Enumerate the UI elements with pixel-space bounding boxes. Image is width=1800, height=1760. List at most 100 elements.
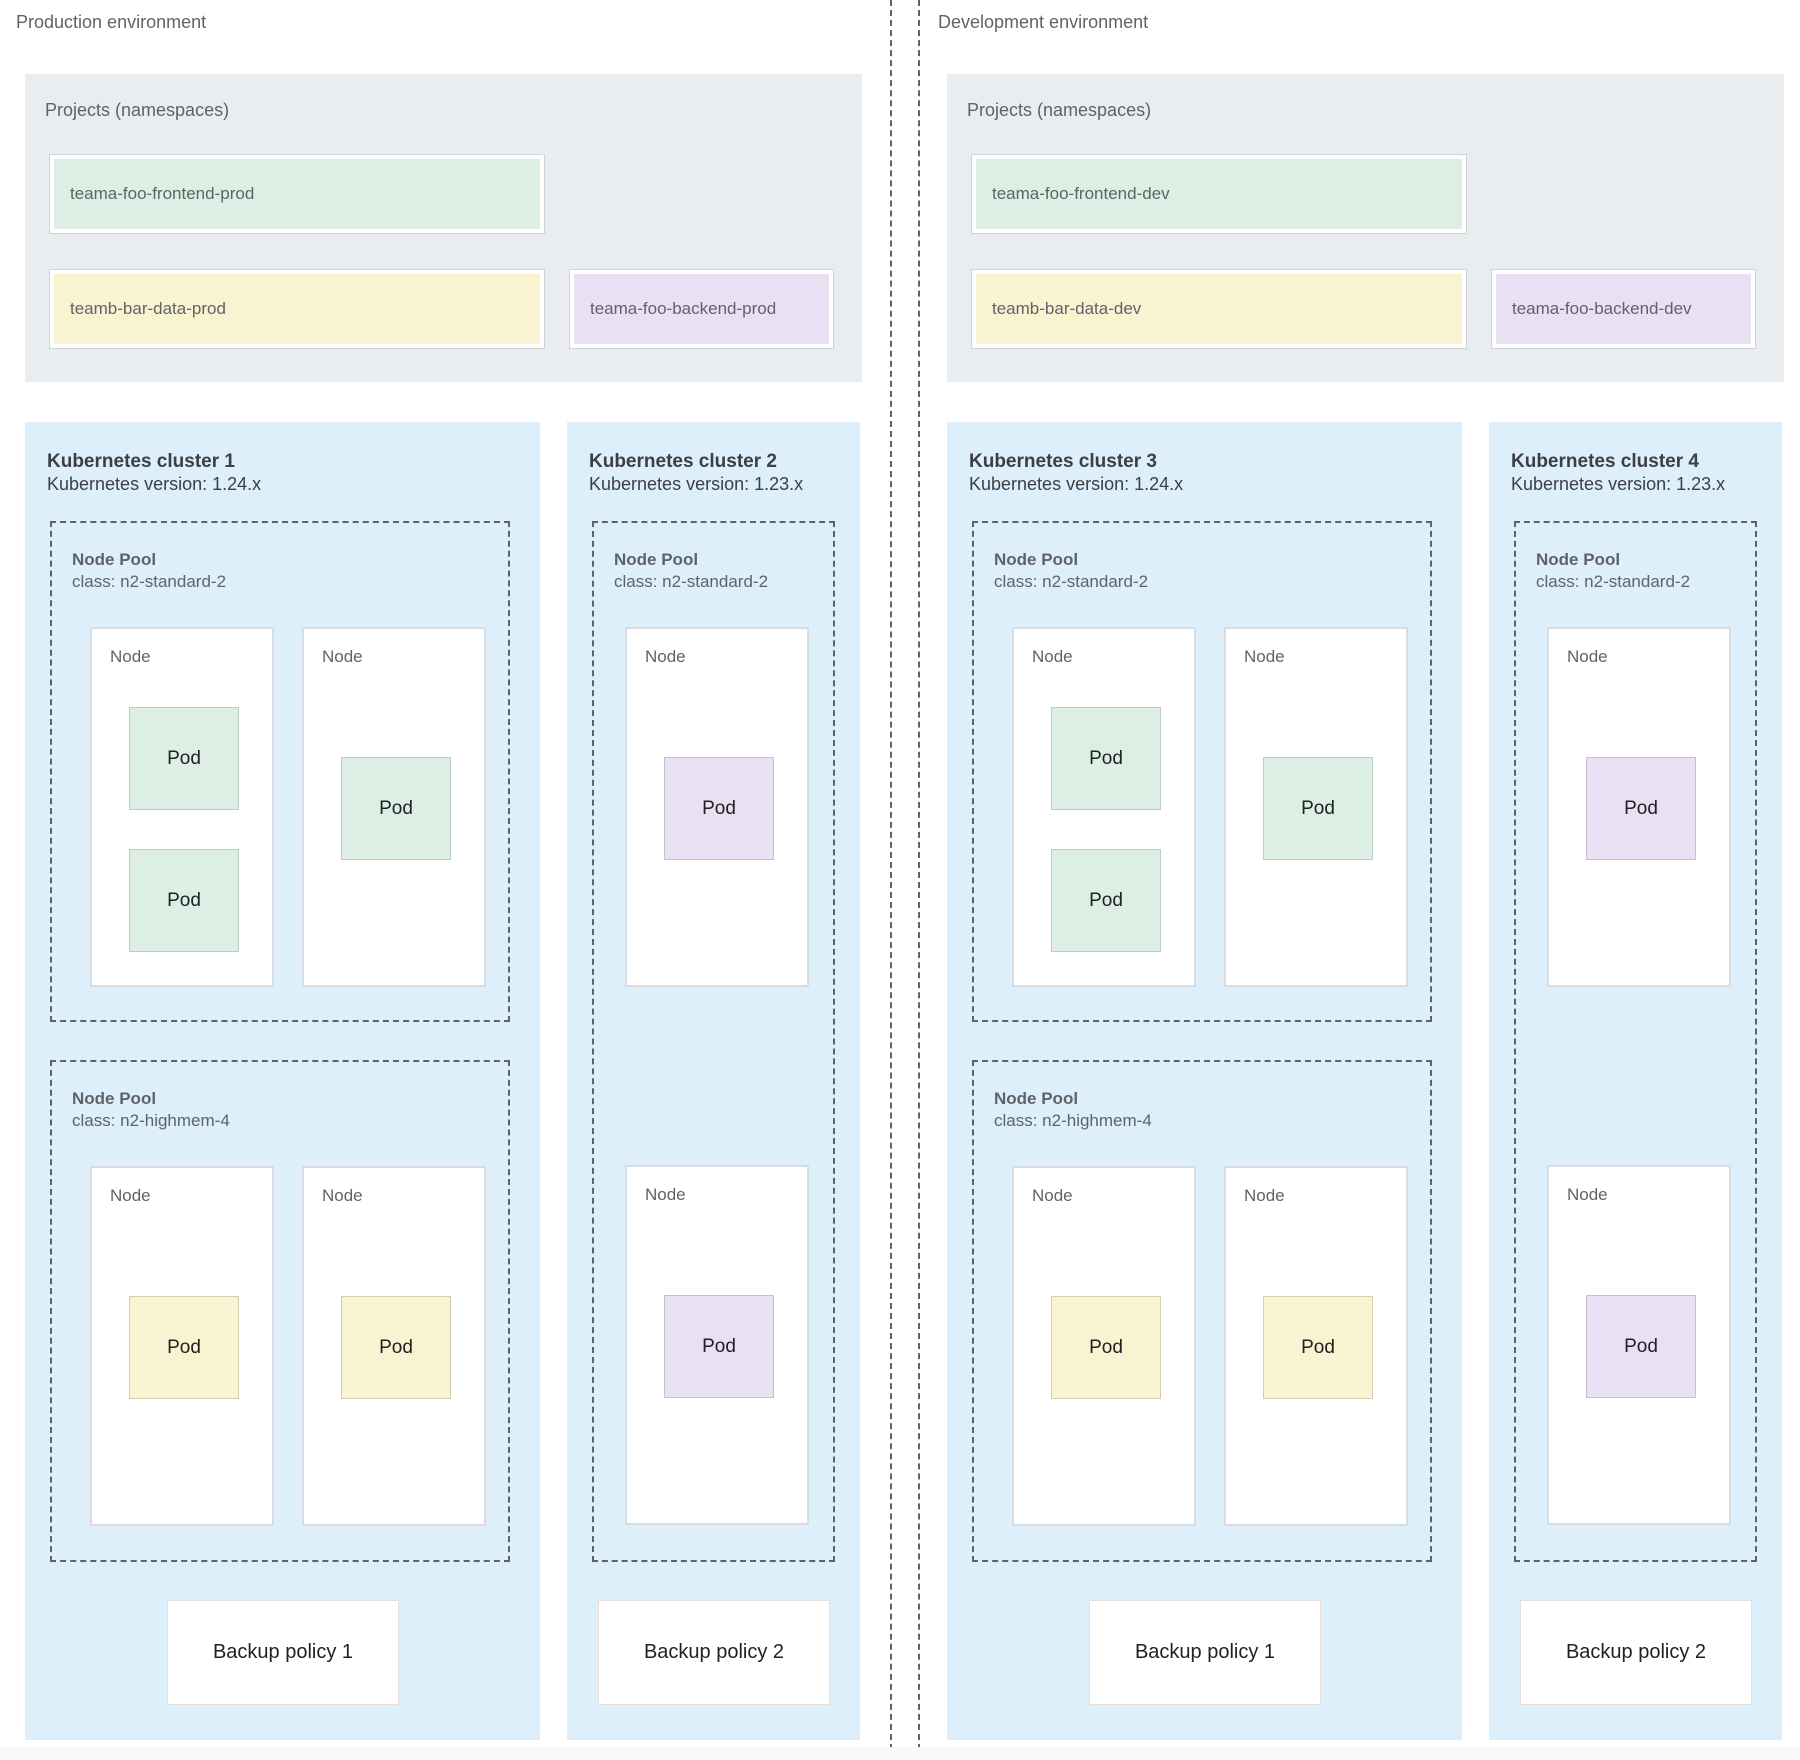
node-label: Node (1244, 647, 1285, 666)
node-label: Node (110, 1186, 151, 1205)
projects-panel-label: Projects (namespaces) (45, 100, 230, 120)
pod-box: Pod (1263, 757, 1373, 860)
pod-label: Pod (1301, 1336, 1335, 1358)
namespace-label: teamb-bar-data-prod (70, 299, 226, 318)
node-pool-title: Node Pool (72, 550, 157, 569)
pod-label: Pod (1624, 1335, 1658, 1357)
namespace-box: teamb-bar-data-prod (50, 270, 544, 348)
namespace-box: teamb-bar-data-dev (972, 270, 1466, 348)
backup-policy-box: Backup policy 2 (1520, 1600, 1752, 1705)
pod-box: Pod (1051, 1296, 1161, 1399)
backup-policy-box: Backup policy 2 (598, 1600, 830, 1705)
cluster-title: Kubernetes cluster 4 (1511, 451, 1699, 472)
cluster-title: Kubernetes cluster 2 (589, 451, 777, 472)
node-pool-header: Node Pool class: n2-highmem-4 (994, 1088, 1152, 1132)
cluster-version: Kubernetes version: 1.23.x (1511, 474, 1726, 494)
environment-label: Production environment (16, 12, 207, 32)
pod-box: Pod (129, 707, 239, 810)
node-label: Node (645, 647, 686, 666)
pod-label: Pod (1089, 747, 1123, 769)
backup-policy-box: Backup policy 1 (1089, 1600, 1321, 1705)
namespace-label: teamb-bar-data-dev (992, 299, 1142, 318)
cluster-title: Kubernetes cluster 1 (47, 451, 235, 472)
node-pool-title: Node Pool (614, 550, 699, 569)
pod-box: Pod (1263, 1296, 1373, 1399)
node-pool-title: Node Pool (994, 550, 1079, 569)
namespace-box: teama-foo-backend-prod (570, 270, 833, 348)
namespace-box: teama-foo-backend-dev (1492, 270, 1755, 348)
pod-label: Pod (167, 747, 201, 769)
pod-label: Pod (167, 889, 201, 911)
pod-label: Pod (1089, 889, 1123, 911)
node-pool-header: Node Pool class: n2-standard-2 (1536, 549, 1690, 593)
pod-box: Pod (341, 757, 451, 860)
projects-panel: Projects (namespaces) teama-foo-frontend-… (25, 74, 862, 382)
namespace-label: teama-foo-backend-dev (1512, 299, 1692, 318)
backup-policy-box: Backup policy 1 (167, 1600, 399, 1705)
node-label: Node (322, 647, 363, 666)
node-label: Node (1567, 647, 1608, 666)
node-label: Node (1032, 647, 1073, 666)
projects-panel: Projects (namespaces)teama-foo-frontend-… (947, 74, 1784, 382)
node-pool-class: class: n2-standard-2 (994, 572, 1149, 591)
environment-divider-line-2 (918, 0, 920, 1760)
node-pool-class: class: n2-standard-2 (72, 572, 227, 591)
namespace-label: teama-foo-frontend-prod (70, 184, 255, 203)
pod-label: Pod (379, 797, 413, 819)
pod-box: Pod (129, 1296, 239, 1399)
pod-box: Pod (1586, 1295, 1696, 1398)
pod-box: Pod (1051, 707, 1161, 810)
pod-box: Pod (129, 849, 239, 952)
namespace-box: teama-foo-frontend-dev (972, 155, 1466, 233)
node-label: Node (645, 1185, 686, 1204)
node-pool-class: class: n2-highmem-4 (72, 1111, 230, 1130)
pod-label: Pod (702, 797, 736, 819)
node-pool-class: class: n2-standard-2 (1536, 572, 1691, 591)
node-pool-title: Node Pool (994, 1089, 1079, 1108)
pod-label: Pod (1301, 797, 1335, 819)
pod-label: Pod (1624, 797, 1658, 819)
cluster-version: Kubernetes version: 1.24.x (969, 474, 1184, 494)
environment-label: Development environment (938, 12, 1149, 32)
pod-label: Pod (167, 1336, 201, 1358)
node-pool-title: Node Pool (1536, 550, 1621, 569)
node-label: Node (1244, 1186, 1285, 1205)
environment-divider-line-1 (890, 0, 892, 1760)
cluster-version: Kubernetes version: 1.23.x (589, 474, 804, 494)
cluster-title: Kubernetes cluster 3 (969, 451, 1157, 472)
namespace-label: teama-foo-backend-prod (590, 299, 777, 318)
node-pool-class: class: n2-standard-2 (614, 572, 769, 591)
node-pool-class: class: n2-highmem-4 (994, 1111, 1152, 1130)
node-label: Node (322, 1186, 363, 1205)
pod-box: Pod (1051, 849, 1161, 952)
bottom-band (0, 1747, 1800, 1760)
node-pool-header: Node Pool class: n2-standard-2 (994, 549, 1148, 593)
pod-label: Pod (702, 1335, 736, 1357)
pod-box: Pod (341, 1296, 451, 1399)
backup-policy-label: Backup policy 2 (1565, 1641, 1707, 1663)
